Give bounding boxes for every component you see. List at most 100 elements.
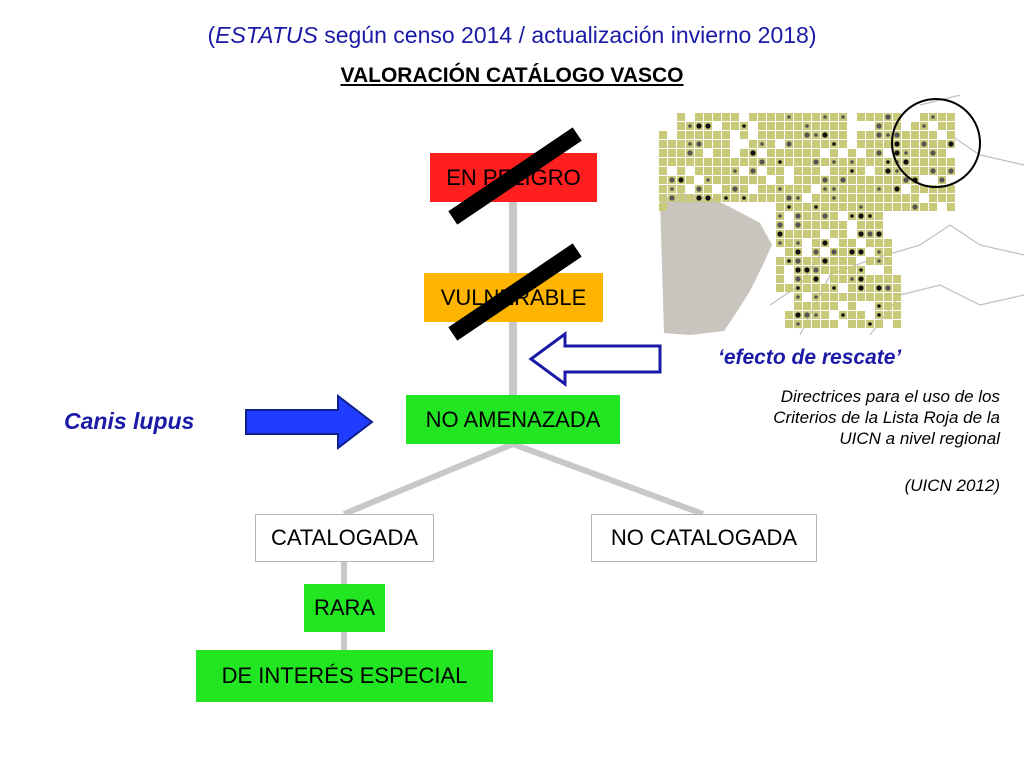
map-dot	[832, 160, 836, 164]
map-dot	[876, 150, 882, 156]
map-cell	[785, 185, 793, 193]
map-cell	[776, 131, 784, 139]
map-cell	[713, 113, 721, 121]
map-dot	[903, 177, 909, 183]
map-dot	[832, 286, 836, 290]
map-cell	[776, 194, 784, 202]
map-cell	[920, 149, 928, 157]
map-cell	[839, 122, 847, 130]
map-cell	[866, 158, 874, 166]
open-paren: (	[207, 22, 216, 48]
map-cell	[830, 302, 838, 310]
category-no-catalogada-label: NO CATALOGADA	[610, 525, 798, 550]
map-cell	[821, 284, 829, 292]
map-cell	[776, 203, 784, 211]
map-dot	[750, 150, 756, 156]
map-cell	[731, 176, 739, 184]
map-cell	[794, 167, 802, 175]
map-cell	[884, 311, 892, 319]
map-dot	[777, 231, 783, 237]
map-cell	[668, 140, 676, 148]
map-dot	[876, 231, 882, 237]
map-dot	[760, 142, 764, 146]
map-cell	[731, 122, 739, 130]
highlight-circle-icon	[891, 98, 981, 188]
map-cell	[866, 113, 874, 121]
map-dot	[850, 169, 854, 173]
map-dot	[778, 160, 782, 164]
map-cell	[875, 167, 883, 175]
map-cell	[713, 176, 721, 184]
map-dot	[858, 213, 864, 219]
map-cell	[848, 149, 856, 157]
map-cell	[713, 149, 721, 157]
map-dot	[705, 195, 711, 201]
map-cell	[803, 212, 811, 220]
map-cell	[893, 320, 901, 328]
map-cell	[803, 203, 811, 211]
map-dot	[885, 114, 891, 120]
map-cell	[938, 158, 946, 166]
map-cell	[677, 113, 685, 121]
map-cell	[803, 302, 811, 310]
map-cell	[947, 131, 955, 139]
map-cell	[821, 221, 829, 229]
map-cell	[767, 167, 775, 175]
map-cell	[857, 185, 865, 193]
map-cell	[659, 203, 667, 211]
map-cell	[803, 167, 811, 175]
map-dot	[840, 177, 846, 183]
map-cell	[767, 194, 775, 202]
map-cell	[929, 131, 937, 139]
source-text: Directrices para el uso de los Criterios…	[700, 386, 1000, 449]
map-cell	[794, 203, 802, 211]
map-cell	[758, 131, 766, 139]
map-dot	[786, 195, 792, 201]
map-cell	[659, 131, 667, 139]
map-cell	[839, 257, 847, 265]
map-dot	[876, 132, 882, 138]
map-cell	[677, 140, 685, 148]
map-cell	[848, 239, 856, 247]
map-cell	[686, 194, 694, 202]
map-cell	[812, 257, 820, 265]
map-cell	[722, 131, 730, 139]
category-rara: RARA	[304, 584, 385, 632]
map-cell	[911, 194, 919, 202]
map-dot	[733, 169, 737, 173]
category-no-amenazada: NO AMENAZADA	[406, 395, 620, 444]
map-cell	[866, 293, 874, 301]
map-dot	[930, 150, 936, 156]
category-interes-especial: DE INTERÉS ESPECIAL	[196, 650, 493, 702]
map-dot	[669, 177, 675, 183]
map-dot	[696, 123, 702, 129]
map-cell	[803, 320, 811, 328]
map-cell	[884, 122, 892, 130]
map-cell	[776, 167, 784, 175]
map-cell	[893, 275, 901, 283]
map-cell	[884, 185, 892, 193]
map-cell	[938, 140, 946, 148]
branch-right	[511, 441, 705, 517]
map-cell	[812, 176, 820, 184]
map-cell	[731, 113, 739, 121]
map-cell	[758, 122, 766, 130]
map-cell	[740, 158, 748, 166]
map-cell	[713, 167, 721, 175]
map-cell	[794, 149, 802, 157]
distribution-map	[620, 95, 1024, 340]
map-cell	[947, 113, 955, 121]
map-cell	[677, 131, 685, 139]
map-dot	[859, 268, 863, 272]
map-cell	[884, 239, 892, 247]
map-cell	[866, 284, 874, 292]
map-dot	[778, 241, 782, 245]
map-dot	[813, 276, 819, 282]
map-cell	[740, 185, 748, 193]
source-citation: (UICN 2012)	[904, 476, 1000, 495]
map-dot	[930, 168, 936, 174]
map-cell	[803, 284, 811, 292]
map-dot	[948, 168, 954, 174]
map-dot	[796, 241, 800, 245]
map-cell	[947, 203, 955, 211]
